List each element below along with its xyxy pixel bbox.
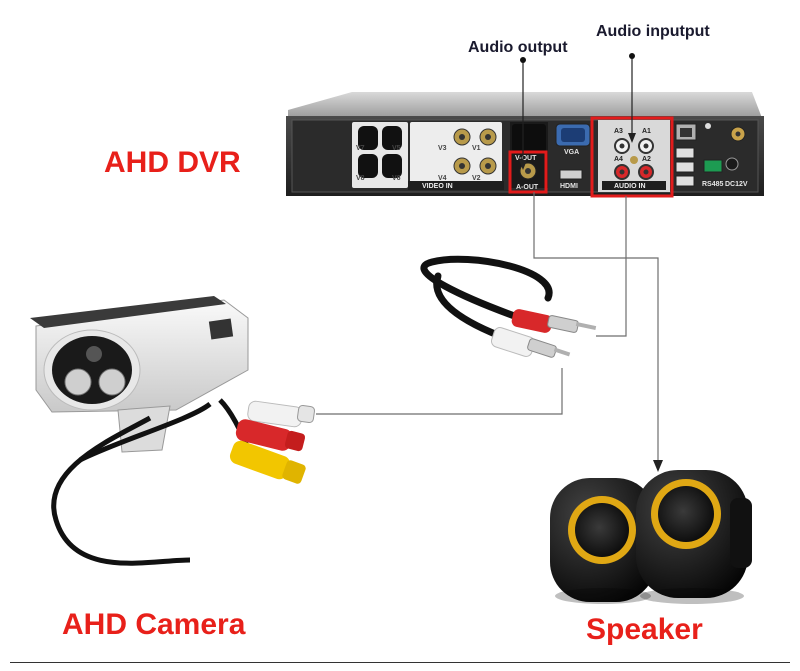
rca-white-plug (490, 327, 571, 358)
a-out-highlight (508, 150, 548, 194)
rca-cable (420, 255, 597, 358)
video-in-label: VIDEO IN (422, 183, 453, 190)
camera-cable (51, 415, 191, 566)
audio-output-label: Audio output (468, 39, 568, 56)
speaker-right (636, 470, 752, 604)
wiring-lines (316, 192, 659, 460)
dvr-right-ports: RS485 DC12V (675, 123, 748, 188)
camera-label: AHD Camera (62, 608, 246, 641)
bottom-divider (10, 662, 790, 663)
speaker-arrow (653, 460, 663, 472)
audio-input-label: Audio inputput (596, 23, 710, 40)
rca-red-plug (511, 309, 597, 333)
audio-channel-label: A4 (614, 156, 623, 163)
speaker-left (550, 478, 656, 604)
camera-rca-yellow (229, 440, 291, 480)
video-in-panel: V7 V5 V3 V1 V8 V6 V4 V2 VIDEO IN (356, 122, 504, 190)
audio-in-label: AUDIO IN (614, 183, 646, 190)
video-channel-label: V3 (438, 145, 447, 152)
video-channel-label: V8 (356, 175, 365, 182)
vga-port: VGA (555, 123, 591, 156)
dc12v-label: DC12V (725, 181, 748, 188)
video-channel-label: V6 (392, 175, 401, 182)
speaker-label: Speaker (586, 613, 703, 646)
a-out-label: A-OUT (516, 184, 539, 191)
audio-in-panel: A3 A1 A4 A2 AUDIO IN (598, 120, 670, 192)
dvr-label: AHD DVR (104, 146, 241, 179)
video-channel-label: V7 (356, 145, 365, 152)
audio-channel-label: A2 (642, 156, 651, 163)
dvr-top-cover (288, 92, 762, 118)
video-channel-label: V2 (472, 175, 481, 182)
video-channel-label: V1 (472, 145, 481, 152)
a-out-panel: V-OUT A-OUT (510, 122, 548, 191)
camera-lens-front (43, 329, 141, 411)
video-out-label: V-OUT (515, 155, 537, 162)
vga-label: VGA (564, 149, 579, 156)
camera-sunshield (30, 296, 226, 328)
audio-channel-label: A1 (642, 128, 651, 135)
dvr-device: V7 V5 V3 V1 V8 V6 V4 V2 VIDEO IN V-OUT A… (286, 92, 764, 198)
hdmi-port: HDMI (559, 169, 583, 190)
video-channel-label: V4 (438, 175, 447, 182)
camera-rca-red (235, 419, 293, 451)
ahd-camera (30, 296, 316, 566)
video-channel-label: V5 (392, 145, 401, 152)
rs485-label: RS485 (702, 181, 724, 188)
speaker-device (550, 470, 752, 604)
callout-lines (519, 53, 636, 170)
hdmi-label: HDMI (560, 183, 578, 190)
dvr-fan-grille (352, 122, 408, 188)
audio-channel-label: A3 (614, 128, 623, 135)
